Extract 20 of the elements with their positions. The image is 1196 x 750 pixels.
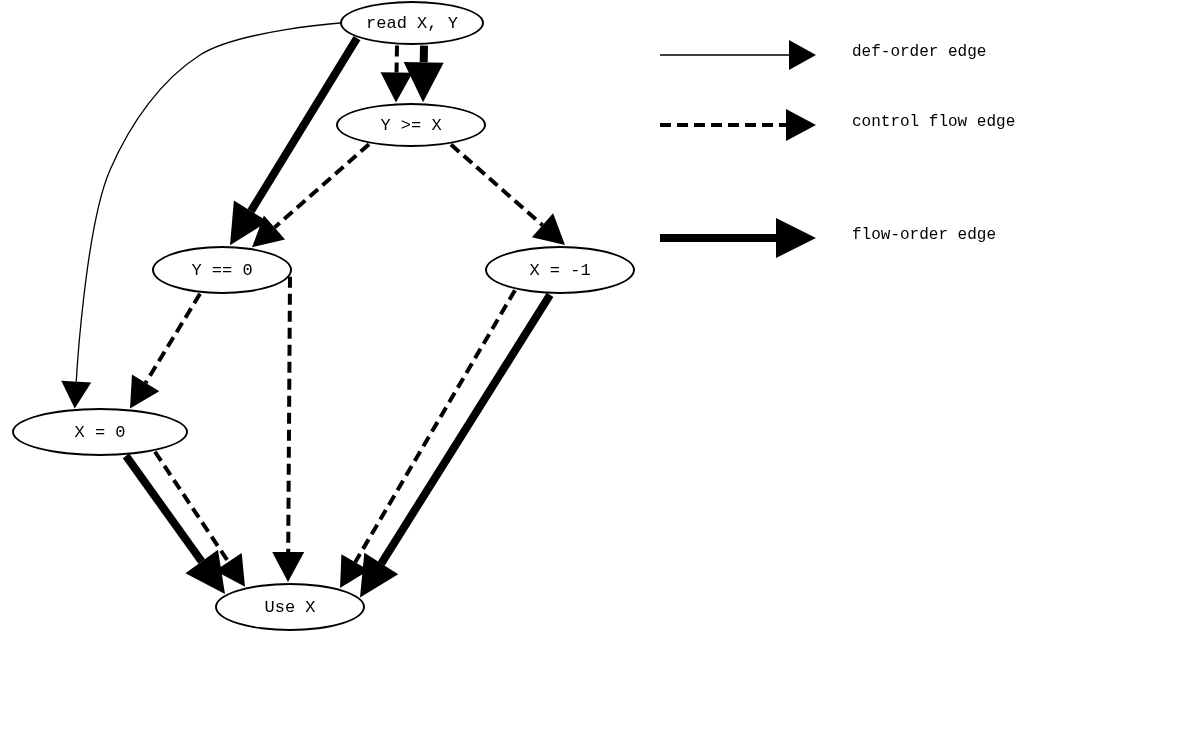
legend-label: control flow edge xyxy=(852,113,1016,131)
node-label: X = -1 xyxy=(529,260,591,280)
ellipse-node xyxy=(152,246,292,294)
arrow xyxy=(230,36,361,246)
node-label: Y >= X xyxy=(380,115,442,135)
legend-label: flow-order edge xyxy=(852,226,997,244)
node-label: Use X xyxy=(264,597,316,617)
node-label: read X, Y xyxy=(366,13,458,33)
ellipse-node xyxy=(215,583,365,631)
arrow xyxy=(380,45,413,103)
arrow xyxy=(122,453,225,595)
arrow xyxy=(340,289,517,589)
node-label: X = 0 xyxy=(74,422,126,442)
arrow xyxy=(130,292,202,409)
arrow xyxy=(272,276,305,582)
arrow xyxy=(61,22,341,409)
arrow xyxy=(360,292,554,598)
arrow xyxy=(403,45,444,103)
legend-label: def-order edge xyxy=(852,43,987,61)
node-label: Y == 0 xyxy=(191,260,253,280)
